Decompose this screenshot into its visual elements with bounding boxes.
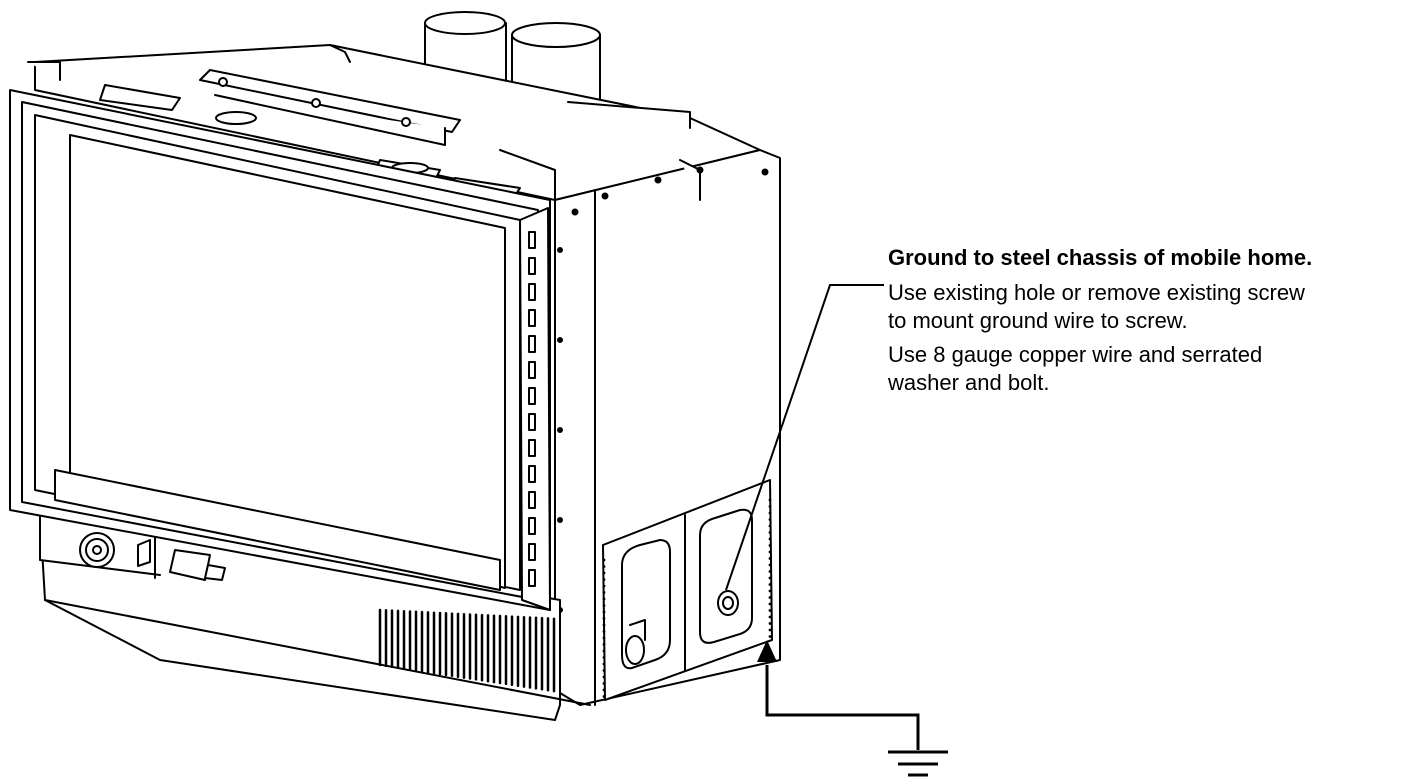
frame-slot bbox=[528, 387, 536, 405]
perforation-dot bbox=[602, 617, 606, 620]
frame-slot bbox=[528, 569, 536, 587]
perforation-dot bbox=[768, 622, 772, 625]
perforation-dot bbox=[768, 498, 772, 502]
callout-line-4: washer and bolt. bbox=[888, 370, 1050, 395]
callout-line-1: Use existing hole or remove existing scr… bbox=[888, 280, 1305, 305]
callout-leader-line bbox=[725, 284, 884, 591]
perforation-dot bbox=[768, 550, 772, 554]
frame-slot bbox=[528, 517, 536, 535]
perforation-dot bbox=[768, 518, 772, 521]
perforation-dot bbox=[768, 505, 772, 508]
lower-louvers bbox=[378, 608, 556, 693]
grounding-callout: Ground to steel chassis of mobile home. … bbox=[888, 243, 1403, 397]
valve-knob bbox=[79, 532, 226, 581]
frame-slot bbox=[528, 257, 536, 275]
perforation-dot bbox=[602, 695, 606, 698]
frame-slot bbox=[528, 231, 536, 249]
perforation-dot bbox=[602, 636, 606, 640]
callout-line-2: to mount ground wire to screw. bbox=[888, 308, 1188, 333]
perforation-dot bbox=[768, 531, 772, 534]
callout-heading: Ground to steel chassis of mobile home. bbox=[888, 245, 1313, 270]
frame-slot bbox=[528, 491, 536, 509]
top-bracket bbox=[199, 69, 461, 146]
side-perforations bbox=[602, 498, 772, 698]
frame-slot bbox=[528, 465, 536, 483]
perforation-dot bbox=[768, 570, 772, 573]
perforation-dot bbox=[602, 662, 606, 666]
frame-slot bbox=[528, 335, 536, 353]
perforation-dot bbox=[768, 544, 772, 547]
perforation-dot bbox=[602, 675, 606, 679]
frame-slot bbox=[528, 283, 536, 301]
perforation-dot bbox=[602, 578, 606, 581]
perforation-dot bbox=[768, 537, 772, 541]
ground-wire bbox=[765, 665, 920, 750]
perforation-dot bbox=[602, 623, 606, 627]
perforation-dot bbox=[602, 565, 606, 568]
callout-line-3: Use 8 gauge copper wire and serrated bbox=[888, 342, 1263, 367]
perforation-dot bbox=[602, 591, 606, 594]
perforation-dot bbox=[768, 609, 772, 612]
perforation-dot bbox=[602, 584, 606, 588]
perforation-dot bbox=[768, 583, 772, 586]
perforation-dot bbox=[602, 610, 606, 614]
perforation-dot bbox=[602, 682, 606, 685]
knockout-plates bbox=[602, 479, 773, 701]
perforation-dot bbox=[768, 602, 772, 606]
frame-slot bbox=[528, 413, 536, 431]
perforation-dot bbox=[602, 649, 606, 653]
arrow-up-icon bbox=[757, 640, 777, 662]
perforation-dot bbox=[768, 524, 772, 528]
perforation-dot bbox=[768, 615, 772, 619]
perforation-dot bbox=[602, 688, 606, 692]
perforation-dot bbox=[768, 557, 772, 560]
perforation-dot bbox=[768, 596, 772, 599]
perforation-dot bbox=[768, 511, 772, 515]
perforation-dot bbox=[768, 635, 772, 638]
perforation-dot bbox=[602, 597, 606, 601]
frame-side-strip bbox=[519, 207, 551, 611]
perforation-dot bbox=[602, 643, 606, 646]
ground-symbol-icon bbox=[888, 750, 948, 777]
perforation-dot bbox=[768, 589, 772, 593]
perforation-dot bbox=[768, 576, 772, 580]
frame-slot bbox=[528, 361, 536, 379]
perforation-dot bbox=[602, 656, 606, 659]
frame-slot bbox=[528, 543, 536, 561]
perforation-dot bbox=[602, 604, 606, 607]
glass-front-frame bbox=[9, 89, 551, 611]
perforation-dot bbox=[602, 630, 606, 633]
frame-slot bbox=[528, 309, 536, 327]
frame-slot bbox=[528, 439, 536, 457]
perforation-dot bbox=[602, 669, 606, 672]
perforation-dot bbox=[768, 563, 772, 567]
perforation-dot bbox=[602, 571, 606, 575]
perforation-dot bbox=[768, 628, 772, 632]
perforation-dot bbox=[602, 558, 606, 562]
